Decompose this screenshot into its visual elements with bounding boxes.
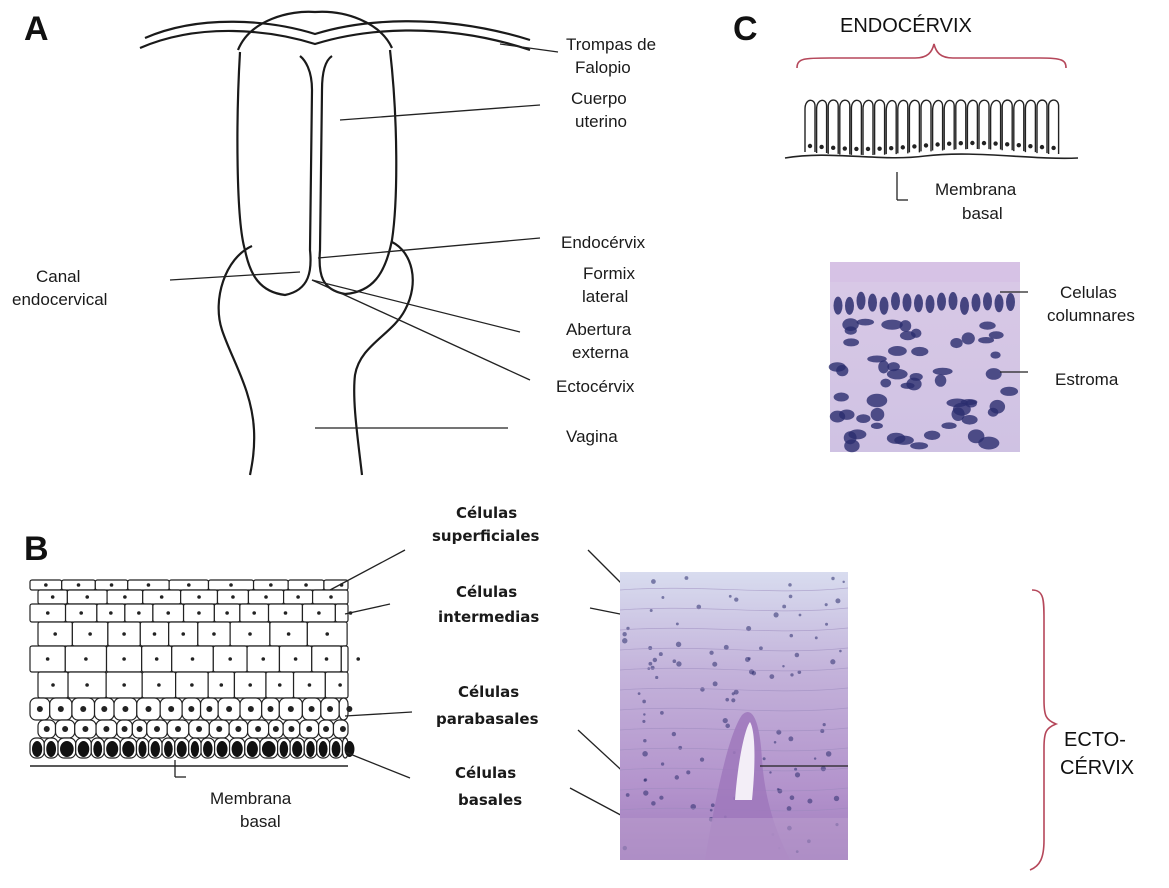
leader-inter-left — [345, 604, 390, 614]
label-membrana-b-2: basal — [240, 812, 281, 831]
panel-b: B Membrana basal Células superficiales C… — [24, 504, 1134, 870]
label-columnares-2: columnares — [1047, 306, 1135, 325]
leader-ectocervix — [312, 280, 530, 380]
leader-abertura — [312, 280, 520, 332]
label-formix-2: lateral — [582, 287, 628, 306]
label-intermedias-2: intermedias — [438, 608, 539, 626]
label-superficiales-2: superficiales — [432, 527, 540, 545]
panel-a-letter: A — [24, 10, 49, 48]
label-basales-1: Células — [455, 764, 516, 782]
panel-c-letter: C — [733, 10, 758, 48]
label-endocervix: Endocérvix — [561, 233, 646, 252]
leader-basal-left — [345, 752, 410, 778]
label-basales-2: basales — [458, 791, 522, 809]
panel-a: A Trompas de Falopio Cuerpo uterino Endo… — [12, 10, 656, 475]
label-cuerpo-1: Cuerpo — [571, 89, 627, 108]
label-membrana-b-1: Membrana — [210, 789, 292, 808]
label-canal-2: endocervical — [12, 290, 107, 309]
leader-canal — [170, 272, 300, 280]
label-ecto-2: CÉRVIX — [1060, 756, 1134, 779]
columnar-cell-drawing — [785, 100, 1078, 158]
ectocervix-micrograph — [620, 572, 848, 860]
endocervix-brace — [797, 44, 1066, 68]
label-columnares-1: Celulas — [1060, 283, 1117, 302]
leader-super-left — [330, 550, 405, 590]
ectocervix-brace — [1030, 590, 1056, 870]
squamous-epithelium-drawing — [30, 578, 360, 768]
label-abertura-2: externa — [572, 343, 629, 362]
leader-cuerpo — [340, 105, 540, 120]
label-abertura-1: Abertura — [566, 320, 632, 339]
label-ecto-1: ECTO- — [1064, 729, 1126, 751]
uterus-drawing — [140, 12, 530, 475]
label-superficiales-1: Células — [456, 504, 517, 522]
label-cuerpo-2: uterino — [575, 112, 627, 131]
label-parabasales-2: parabasales — [436, 710, 539, 728]
label-membrana-c-2: basal — [962, 204, 1003, 223]
panel-b-letter: B — [24, 530, 49, 568]
leader-para-left — [345, 712, 412, 716]
label-trompas-2: Falopio — [575, 58, 631, 77]
label-formix-1: Formix — [583, 264, 635, 283]
label-intermedias-1: Células — [456, 583, 517, 601]
panel-c: C ENDOCÉRVIX Membrana basal Celulas colu… — [733, 10, 1135, 452]
label-membrana-c-1: Membrana — [935, 180, 1017, 199]
label-trompas-1: Trompas de — [566, 35, 656, 54]
label-parabasales-1: Células — [458, 683, 519, 701]
label-vagina: Vagina — [566, 427, 618, 446]
endocervix-micrograph — [829, 262, 1020, 452]
leader-endocervix — [318, 238, 540, 258]
label-estroma: Estroma — [1055, 370, 1119, 389]
endocervix-title: ENDOCÉRVIX — [840, 14, 972, 37]
label-canal-1: Canal — [36, 267, 80, 286]
label-ectocervix: Ectocérvix — [556, 377, 635, 396]
